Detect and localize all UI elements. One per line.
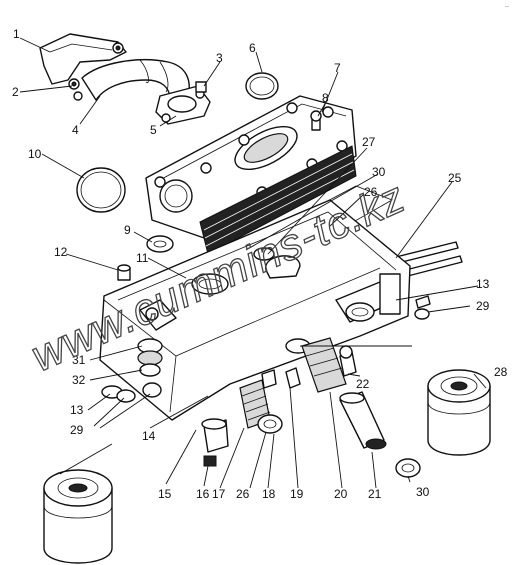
- callout-29-right: 29: [476, 299, 490, 313]
- fitting-16: [201, 418, 229, 467]
- callout-26-top: 26: [364, 185, 378, 199]
- o-ring-large: [76, 167, 126, 213]
- callout-17: 17: [212, 487, 226, 501]
- callout-30-top: 30: [372, 165, 386, 179]
- callout-15: 15: [158, 487, 172, 501]
- cover-screw: [310, 110, 322, 131]
- plunger-21: [339, 391, 387, 450]
- o-ring-small: [245, 72, 279, 100]
- callout-1: 1: [13, 27, 20, 41]
- callout-19: 19: [290, 487, 304, 501]
- nut-30: [395, 458, 421, 478]
- bolt-22: [339, 345, 357, 377]
- corner-mark: --: [505, 4, 509, 10]
- callout-22: 22: [356, 377, 370, 391]
- callout-20: 20: [334, 487, 348, 501]
- bushing-18: [257, 369, 283, 434]
- callout-9: 9: [124, 223, 131, 237]
- plugs-left: [101, 382, 162, 403]
- spring-17: [239, 379, 271, 429]
- callout-18: 18: [262, 487, 276, 501]
- callout-30-bottom: 30: [416, 485, 430, 499]
- oil-cooler-core: [199, 145, 357, 255]
- valve-19: [285, 367, 301, 389]
- pipe-flange: [155, 81, 211, 125]
- callout-31: 31: [72, 353, 86, 367]
- callout-13-right: 13: [476, 277, 490, 291]
- callout-16: 16: [196, 487, 210, 501]
- callout-28: 28: [494, 365, 508, 379]
- callout-2: 2: [12, 85, 19, 99]
- callout-25: 25: [448, 171, 462, 185]
- callout-6: 6: [249, 41, 256, 55]
- valve-stack-left: [137, 338, 163, 377]
- oil-filter-left: [43, 469, 113, 564]
- plugs-right: [414, 295, 431, 320]
- callout-14: 14: [142, 429, 156, 443]
- oil-filter-right: [427, 369, 491, 456]
- callout-29-left: 29: [70, 423, 84, 437]
- callout-11: 11: [136, 251, 149, 265]
- washer-9: [146, 235, 174, 253]
- mounting-bracket: [39, 33, 127, 101]
- callout-12: 12: [54, 245, 68, 259]
- callout-10: 10: [28, 147, 42, 161]
- callout-labels: 1 2 3 4 5 6 7 8 9 10 11 12 13 13 14 15 1…: [12, 27, 508, 501]
- leader-lines: [19, 37, 487, 489]
- callout-4: 4: [72, 123, 79, 137]
- callout-3: 3: [216, 51, 223, 65]
- oil-filter-head-housing: [99, 199, 411, 421]
- callout-13-left: 13: [70, 403, 84, 417]
- callout-21: 21: [368, 487, 382, 501]
- callout-5: 5: [150, 123, 157, 137]
- callout-26-bottom: 26: [236, 487, 250, 501]
- callout-7: 7: [334, 61, 341, 75]
- plug-12: [117, 264, 131, 281]
- callout-8: 8: [322, 91, 329, 105]
- callout-27: 27: [362, 135, 376, 149]
- callout-32: 32: [72, 373, 86, 387]
- spring-20: [301, 337, 347, 393]
